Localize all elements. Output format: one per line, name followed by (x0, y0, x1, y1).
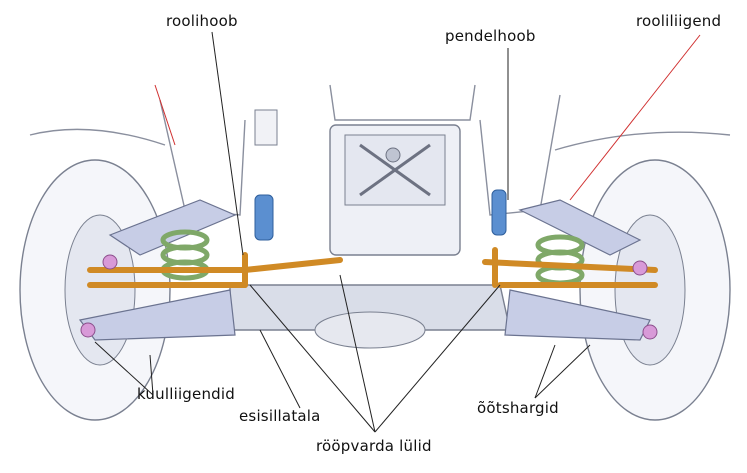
oil-pan (329, 124, 461, 256)
label-tie-rod-joints: rööpvarda lülid (316, 437, 432, 455)
steering-box (254, 194, 274, 241)
right-wheel (579, 159, 731, 421)
left-wheel (19, 159, 171, 421)
label-steering-joint: rooliliigend (636, 12, 722, 30)
leader-lines (94, 31, 591, 433)
right-coil-spring (535, 234, 585, 286)
right-lower-arm (504, 289, 651, 341)
rubber-bushings (80, 254, 658, 340)
label-steering-arm: roolihoob (166, 12, 238, 30)
label-wishbones: õõtshargid (477, 399, 559, 417)
steering-linkage (87, 247, 658, 288)
red-leader-lines (154, 34, 701, 201)
left-upper-arm (108, 199, 237, 256)
label-idler-arm: pendelhoob (445, 27, 536, 45)
bracket (254, 109, 278, 146)
idler-arm-blue (491, 189, 507, 236)
label-ball-joints: kuulliigendid (137, 385, 235, 403)
label-front-crossmember: esisillatala (239, 407, 321, 425)
